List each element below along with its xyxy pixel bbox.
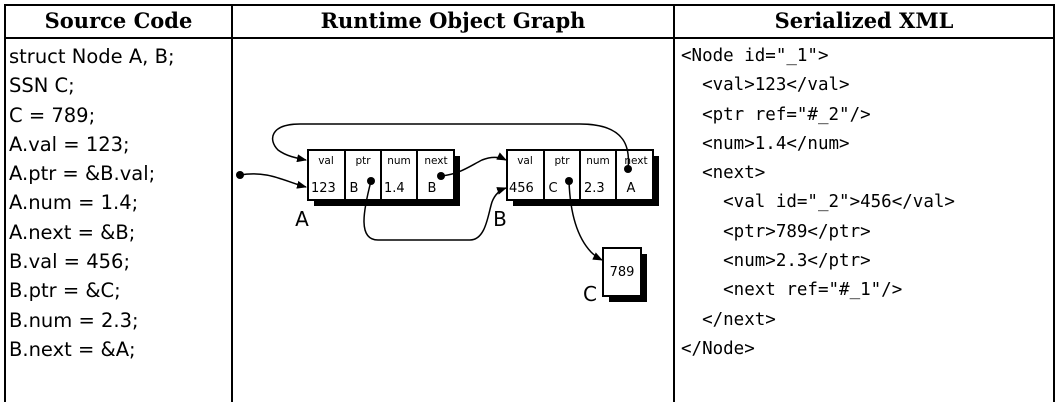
xml-line: <ptr ref="#_2"/> [681, 104, 871, 125]
table-header-rule [4, 37, 1055, 39]
header-source-code: Source Code [44, 8, 193, 33]
xml-line: </Node> [681, 338, 755, 359]
node-b-field-value: C [548, 181, 557, 196]
source-line: SSN C; [9, 74, 75, 98]
node-b-field-name: num [586, 155, 610, 167]
node-a-field-value: B [428, 181, 437, 196]
node-b-field-name: val [517, 155, 533, 167]
table-divider-1 [231, 4, 233, 402]
node-c-value: 789 [610, 265, 635, 280]
source-line: B.val = 456; [9, 250, 131, 274]
node-a-field-value: B [350, 181, 359, 196]
source-line: A.val = 123; [9, 132, 130, 156]
table-right-border [1053, 4, 1055, 402]
node-b-field-value: A [627, 181, 636, 196]
source-line: A.next = &B; [9, 220, 136, 244]
node-a-field-name: ptr [355, 155, 371, 167]
node-b-field-value: 2.3 [584, 181, 605, 196]
a-ptr-pointer-arrow [363, 180, 507, 241]
source-line: B.next = &A; [9, 337, 136, 361]
xml-line: <next> [681, 163, 766, 184]
a-next-pointer-arrow [440, 152, 507, 177]
header-serialized-xml: Serialized XML [774, 8, 954, 33]
node-a-field-value: 1.4 [384, 181, 405, 196]
node-a-field-name: num [387, 155, 411, 167]
node-a-field-name: next [424, 155, 447, 167]
b-ptr-pointer-arrow [568, 180, 603, 261]
source-line: B.ptr = &C; [9, 279, 121, 303]
xml-line: <Node id="_1"> [681, 46, 829, 66]
node-c-box [602, 247, 642, 297]
table-divider-2 [673, 4, 675, 402]
node-a-field-name: val [318, 155, 334, 167]
node-b-field-name: next [624, 155, 647, 167]
source-line: A.ptr = &B.val; [9, 162, 156, 186]
node-b-label: B [493, 207, 507, 231]
xml-line: <val id="_2">456</val> [681, 192, 955, 213]
xml-line: <next ref="#_1"/> [681, 280, 903, 301]
xml-line: <num>1.4</num> [681, 133, 850, 154]
source-code-column: struct Node A, B; SSN C; C = 789; A.val … [9, 42, 229, 364]
xml-line: <val>123</val> [681, 75, 850, 96]
header-runtime-object-graph: Runtime Object Graph [320, 8, 586, 33]
source-line: A.num = 1.4; [9, 191, 139, 215]
node-a: val ptr num next 123 B 1.4 B A [295, 149, 460, 231]
b-next-pointer-arrow [271, 123, 630, 170]
node-a-label: A [295, 207, 309, 231]
table-left-border [4, 4, 6, 402]
source-line: C = 789; [9, 103, 96, 127]
node-b-field-name: ptr [554, 155, 570, 167]
node-c-label: C [583, 282, 597, 306]
node-b: val ptr num next 456 C 2.3 A B [493, 149, 659, 231]
node-c: 789 C [583, 247, 647, 306]
node-b-field-value: 456 [509, 181, 534, 196]
root-pointer-arrow [239, 173, 307, 189]
xml-line: </next> [681, 309, 776, 330]
serialized-xml-column: <Node id="_1"> <val>123</val> <ptr ref="… [681, 42, 1056, 364]
node-a-field-value: 123 [311, 181, 336, 196]
source-line: struct Node A, B; [9, 45, 175, 68]
table-top-rule [4, 4, 1055, 6]
source-line: B.num = 2.3; [9, 308, 139, 332]
xml-line: <num>2.3</ptr> [681, 251, 871, 272]
xml-line: <ptr>789</ptr> [681, 221, 871, 242]
